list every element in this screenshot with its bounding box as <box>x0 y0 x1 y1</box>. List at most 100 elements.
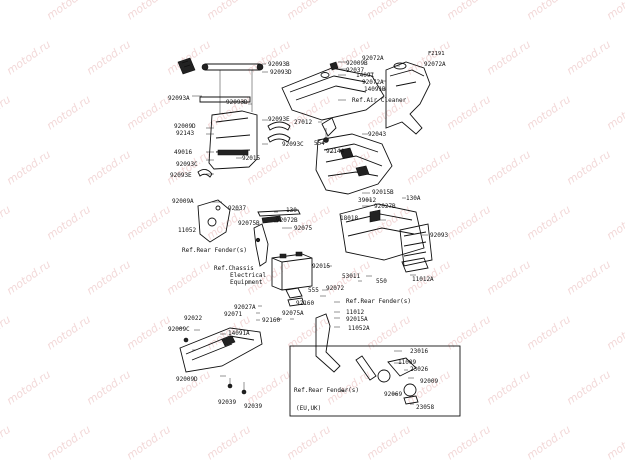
label-92009D-b: 92009D <box>176 376 198 383</box>
bracket-11052 <box>197 199 231 243</box>
curve-clip-b <box>267 133 291 143</box>
watermark-text: motod.ru <box>0 93 13 133</box>
watermark-text: motod.ru <box>164 258 213 298</box>
label-chassis-2: Electrical <box>230 272 267 279</box>
label-92037: 92037 <box>346 67 364 74</box>
label-92009B: 92009B <box>346 60 368 67</box>
strap-11012A <box>401 257 429 273</box>
reflector-ring <box>377 369 391 383</box>
label-92015: 92015 <box>242 155 260 162</box>
label-92009C: 92009C <box>168 326 190 333</box>
watermark-text: motod.ru <box>204 423 253 463</box>
watermark-text: motod.ru <box>404 148 453 188</box>
watermark-text: motod.ru <box>124 93 173 133</box>
watermark-text: motod.ru <box>564 258 613 298</box>
label-11012A: 11012A <box>412 276 434 283</box>
label-92093C-a: 92093C <box>282 141 304 148</box>
label-92009: 92009 <box>420 378 438 385</box>
label-92072B: 92072B <box>276 217 298 224</box>
battery-terminals <box>279 251 303 259</box>
bracket-frame <box>208 110 258 170</box>
label-92160-b: 92160 <box>262 317 280 324</box>
watermark-text: motod.ru <box>164 368 213 408</box>
strap-assembly <box>253 209 301 267</box>
label-92093E: 92093E <box>268 116 290 123</box>
label-92009A: 92009A <box>172 198 194 205</box>
air-box <box>385 61 431 135</box>
watermark-text: motod.ru <box>524 423 573 463</box>
label-18018: 18018 <box>340 215 358 222</box>
watermark-text: motod.ru <box>44 313 93 353</box>
reflector <box>387 357 417 377</box>
watermark-text: motod.ru <box>244 368 293 408</box>
fender-ribs <box>323 143 383 177</box>
label-92093B: 92093B <box>268 61 290 68</box>
watermark-text: motod.ru <box>0 0 13 22</box>
watermark-text: motod.ru <box>124 423 173 463</box>
watermark-text: motod.ru <box>124 0 173 22</box>
leader-lines <box>178 61 428 405</box>
fender-tab <box>355 165 370 177</box>
mud-bracket <box>315 313 341 373</box>
label-92075: 92075 <box>294 225 312 232</box>
label-14091: 14091 <box>356 72 374 79</box>
watermark-text: motod.ru <box>204 0 253 22</box>
bracket-tab <box>221 335 236 347</box>
label-11052A: 11052A <box>348 325 370 332</box>
label-23016: 23016 <box>410 348 428 355</box>
watermark-text: motod.ru <box>4 38 53 78</box>
label-92069: 92069 <box>384 391 402 398</box>
label-chassis-3: Equipment <box>230 279 263 286</box>
watermark-text: motod.ru <box>444 313 493 353</box>
label-92071: 92071 <box>224 311 242 318</box>
label-554: 554 <box>314 140 325 147</box>
bar-end <box>201 63 209 71</box>
watermark-text: motod.ru <box>364 313 413 353</box>
fender-tab <box>339 147 354 159</box>
watermark-text: motod.ru <box>604 423 625 463</box>
air-box-ribs <box>389 69 425 87</box>
watermark-text: motod.ru <box>284 0 333 22</box>
pad-550 <box>285 287 303 299</box>
case-cover <box>399 223 433 267</box>
lower-bar <box>199 96 251 103</box>
label-92093D: 92093D <box>270 69 292 76</box>
watermark-text: motod.ru <box>0 423 13 463</box>
tail-bracket <box>179 327 263 395</box>
lamp-stay <box>355 355 377 381</box>
label-92093E-b: 92093E <box>170 172 192 179</box>
bolt <box>183 337 189 343</box>
pad-lines <box>181 60 191 68</box>
bracket-hole <box>215 205 221 211</box>
watermark-text: motod.ru <box>4 368 53 408</box>
label-92015A: 92015A <box>346 316 368 323</box>
label-11012: 11012 <box>346 309 364 316</box>
watermark-text: motod.ru <box>484 38 533 78</box>
label-92093: 92093 <box>430 232 448 239</box>
label-11009: 11009 <box>398 359 416 366</box>
watermark-text: motod.ru <box>604 93 625 133</box>
inset-frame <box>289 345 461 417</box>
label-92144: 92144 <box>326 148 344 155</box>
label-rear-fender-c: Ref.Rear Fender(s) <box>294 387 359 394</box>
watermark-text: motod.ru <box>44 93 93 133</box>
watermark-text: motod.ru <box>524 313 573 353</box>
label-92075A: 92075A <box>282 310 304 317</box>
watermark-text: motod.ru <box>284 93 333 133</box>
watermark-text: motod.ru <box>4 258 53 298</box>
case-body <box>339 203 425 261</box>
watermark-text: motod.ru <box>524 203 573 243</box>
watermark-text: motod.ru <box>604 203 625 243</box>
clip-block <box>217 149 249 156</box>
watermark-text: motod.ru <box>444 0 493 22</box>
cover-plate <box>281 67 385 121</box>
curve-clip-c <box>197 169 213 178</box>
label-air-cleaner: Ref.Air Cleaner <box>352 97 407 104</box>
label-92093D-mid: 92093D <box>226 99 248 106</box>
watermark-text: motod.ru <box>404 368 453 408</box>
watermark-text: motod.ru <box>564 368 613 408</box>
label-92039-b: 92039 <box>244 403 262 410</box>
label-eu-uk: (EU,UK) <box>296 405 321 412</box>
